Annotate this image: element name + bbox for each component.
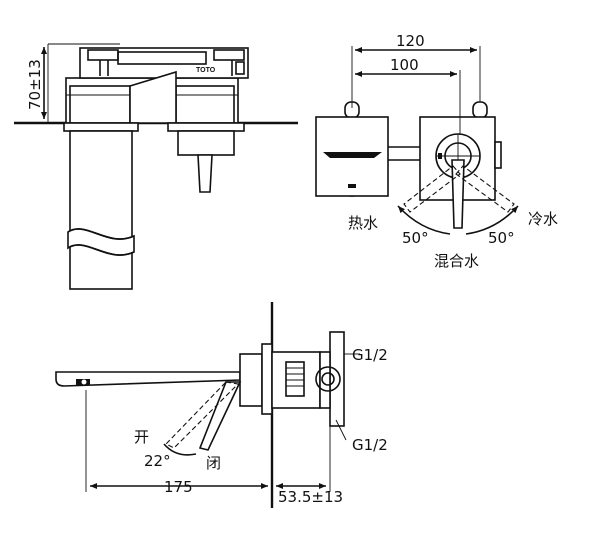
open-label: 开 xyxy=(134,428,149,446)
hot-water-label: 热水 xyxy=(348,214,378,232)
angle-right-label: 50° xyxy=(488,229,515,247)
dim-inner-label: 100 xyxy=(390,56,419,74)
close-label: 闭 xyxy=(206,454,221,472)
side-view: G1/2 G1/2 开 闭 22° 175 53.5±13 xyxy=(55,302,388,508)
spout-length-label: 175 xyxy=(164,478,193,496)
wall-depth-label: 53.5±13 xyxy=(278,488,343,506)
angle-left-label: 50° xyxy=(402,229,429,247)
top-view: 120 100 热水 冷水 50° 50° 混合水 xyxy=(315,32,558,270)
mixed-water-label: 混合水 xyxy=(434,252,479,270)
thread-bottom-label: G1/2 xyxy=(352,436,388,454)
front-view: TOTO 70±13 xyxy=(14,43,298,290)
angle-label: 22° xyxy=(144,452,171,470)
thread-top-label: G1/2 xyxy=(352,346,388,364)
height-dimension-label: 70±13 xyxy=(26,59,44,110)
dim-outer-label: 120 xyxy=(396,32,425,50)
cold-water-label: 冷水 xyxy=(528,210,558,228)
brand-mark: TOTO xyxy=(196,67,216,74)
